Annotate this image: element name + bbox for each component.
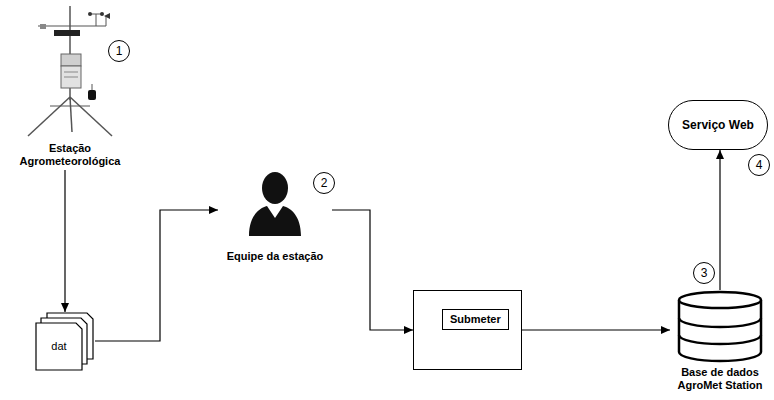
node-label: Serviço Web bbox=[682, 118, 754, 133]
database-node: Base de dados AgroMet Station bbox=[670, 290, 770, 392]
web-service-node: Serviço Web bbox=[668, 100, 768, 150]
node-label: Estação Agrometeorológica bbox=[8, 142, 132, 168]
flow-arrow bbox=[95, 210, 218, 341]
flow-arrow bbox=[522, 329, 670, 330]
node-label: Base de dados AgroMet Station bbox=[670, 366, 770, 392]
submit-panel: Submeter bbox=[413, 290, 522, 370]
node-label: Submeter bbox=[450, 313, 501, 326]
flow-arrow bbox=[64, 170, 65, 312]
data-file-node: dat bbox=[35, 312, 95, 370]
flow-arrow bbox=[719, 150, 720, 290]
callout-number: 2 bbox=[313, 172, 335, 194]
person-icon bbox=[247, 168, 303, 238]
callout-number: 1 bbox=[108, 40, 130, 62]
callout-number: 3 bbox=[693, 262, 715, 284]
database-cylinder bbox=[676, 290, 764, 364]
station-node: Estação Agrometeorológica bbox=[8, 2, 132, 168]
weather-station-icon bbox=[10, 2, 130, 142]
callout-number: 4 bbox=[748, 154, 770, 176]
submit-button: Submeter bbox=[442, 309, 509, 330]
flow-arrow bbox=[332, 210, 413, 330]
node-label: dat bbox=[36, 340, 82, 353]
node-label: Equipe da estação bbox=[218, 250, 332, 263]
